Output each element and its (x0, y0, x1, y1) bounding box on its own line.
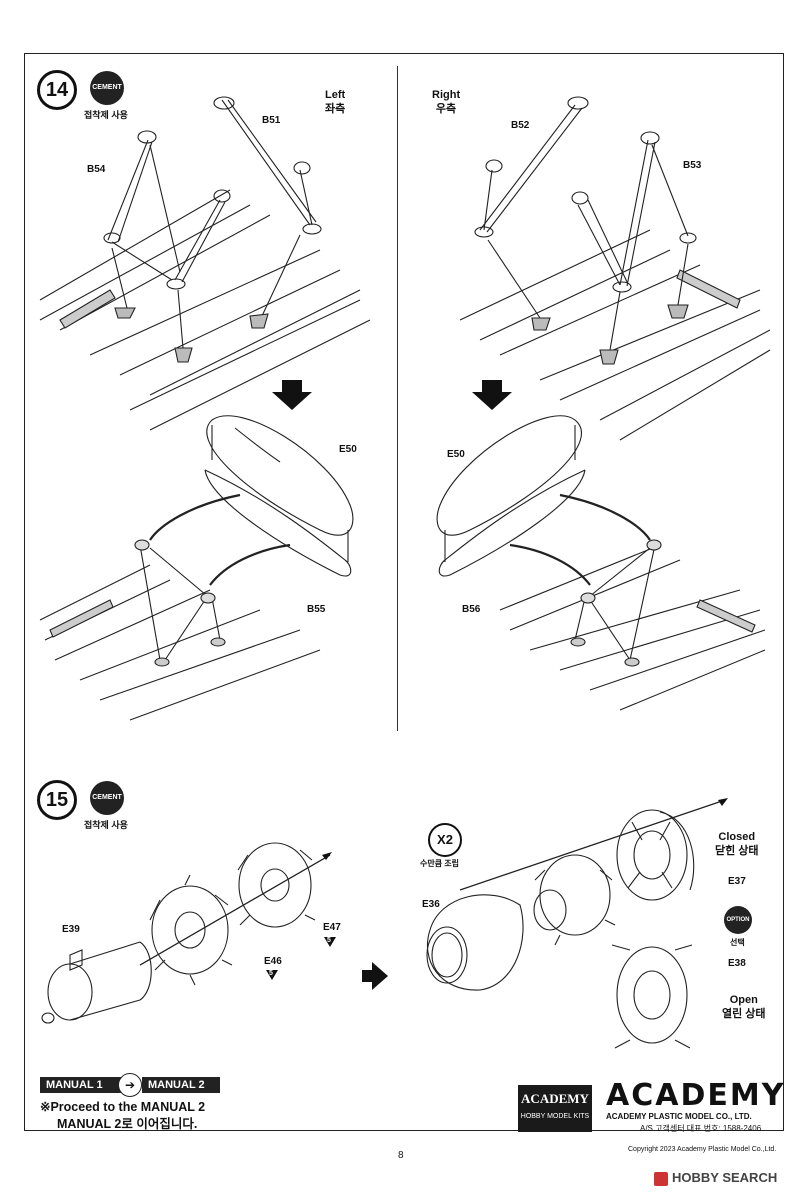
cowl-flap-open-e38 (611, 944, 693, 1049)
arrow-right-icon: ➔ (118, 1073, 142, 1097)
part-b52: B52 (511, 120, 530, 131)
assembly-line-15-right (459, 799, 726, 891)
part-e36: E36 (422, 899, 440, 910)
part-e47: E47 (323, 922, 341, 933)
step14-divider (397, 66, 398, 731)
cement-ko-label: 접착제 사용 (84, 110, 128, 120)
e46-step-ref: 5 (269, 970, 273, 977)
academy-company: ACADEMY PLASTIC MODEL CO., LTD. (606, 1112, 752, 1121)
step-15-number: 15 (37, 780, 77, 820)
page-number: 8 (398, 1150, 404, 1161)
part-b56: B56 (462, 604, 481, 615)
part-e50-left: E50 (339, 444, 357, 455)
watermark-text: HOBBY SEARCH (672, 1170, 778, 1185)
left-title: Left 좌측 (325, 88, 345, 116)
academy-service: A/S 고객센터 대표 번호: 1588-2406 (640, 1124, 762, 1133)
closed-label: Closed 닫힌 상태 (715, 830, 759, 858)
proceed-en: ※Proceed to the MANUAL 2 (40, 1100, 206, 1114)
engine-mount-e39 (41, 941, 152, 1024)
academy-box-bottom: HOBBY MODEL KITS (520, 1113, 590, 1120)
x2-badge: X2 (428, 823, 462, 857)
right-title-en: Right (432, 89, 461, 101)
part-e46: E46 (264, 956, 282, 967)
down-arrow-left (272, 380, 312, 410)
copyright: Copyright 2023 Academy Plastic Model Co.… (628, 1146, 777, 1153)
left-title-en: Left (325, 89, 346, 101)
cowling-e36 (426, 894, 524, 991)
open-label: Open 열린 상태 (722, 993, 766, 1021)
cement-icon-15: CEMENT (90, 781, 124, 815)
curve-arrow-right-1 (559, 493, 651, 541)
part-b54: B54 (87, 164, 106, 175)
part-e50-right: E50 (447, 449, 465, 460)
curve-arrow-left-2 (209, 543, 291, 586)
page-frame (24, 53, 784, 1131)
right-wing-upper (459, 229, 771, 441)
option-ko: 선택 (730, 938, 745, 947)
part-b51: B51 (262, 115, 281, 126)
curve-arrow-left-1 (149, 493, 241, 541)
e47-step-ref: 5 (327, 937, 331, 944)
part-e39: E39 (62, 924, 80, 935)
part-b53: B53 (683, 160, 702, 171)
open-label-ko: 열린 상태 (722, 1008, 766, 1020)
option-badge: OPTION (724, 906, 752, 934)
x2-ko-label: 수만큼 조립 (420, 859, 460, 868)
right-struts-upper (474, 96, 697, 365)
right-title-ko: 우측 (435, 103, 457, 115)
e47-step-ref-icon: 5 (324, 937, 336, 947)
assembly-line-15-left (139, 854, 331, 966)
curve-arrow-right-2 (509, 543, 591, 586)
right-title: Right 우측 (432, 88, 460, 116)
step-14-number: 14 (37, 70, 77, 110)
proceed-ko: MANUAL 2로 이어집니다. (57, 1117, 198, 1131)
left-wing-lower (39, 539, 321, 721)
cement-icon: CEMENT (90, 71, 124, 105)
academy-logo-box: ACADEMY HOBBY MODEL KITS (518, 1085, 592, 1132)
cowl-flap-closed-e37 (616, 809, 695, 901)
left-struts-upper (103, 96, 322, 363)
manual-2-tag: MANUAL 2 (142, 1077, 220, 1093)
academy-box-top: ACADEMY (521, 1091, 589, 1106)
closed-label-en: Closed (718, 831, 756, 843)
cylinder-bank-e47 (237, 842, 316, 928)
down-arrow-right (472, 380, 512, 410)
e50-right-part (436, 415, 586, 577)
e46-step-ref-icon: 5 (266, 970, 278, 980)
academy-logo: ACADEMY (606, 1078, 786, 1113)
manual-1-tag: MANUAL 1 (40, 1077, 124, 1093)
cylinder-bank-e46 (149, 874, 233, 986)
right-wing-lower (499, 539, 766, 711)
open-label-en: Open (729, 994, 758, 1006)
e50-left-part (204, 415, 354, 577)
cement-ko-label-15: 접착제 사용 (84, 820, 128, 830)
part-e38: E38 (728, 958, 746, 969)
right-arrow-15 (362, 962, 388, 990)
part-e37: E37 (728, 876, 746, 887)
hobby-logo-icon (654, 1171, 668, 1186)
left-title-ko: 좌측 (325, 103, 346, 115)
closed-label-ko: 닫힌 상태 (715, 845, 759, 857)
hobby-search-watermark: HOBBY SEARCH (654, 1170, 777, 1186)
part-b55: B55 (307, 604, 326, 615)
engine-assembly (533, 854, 616, 946)
